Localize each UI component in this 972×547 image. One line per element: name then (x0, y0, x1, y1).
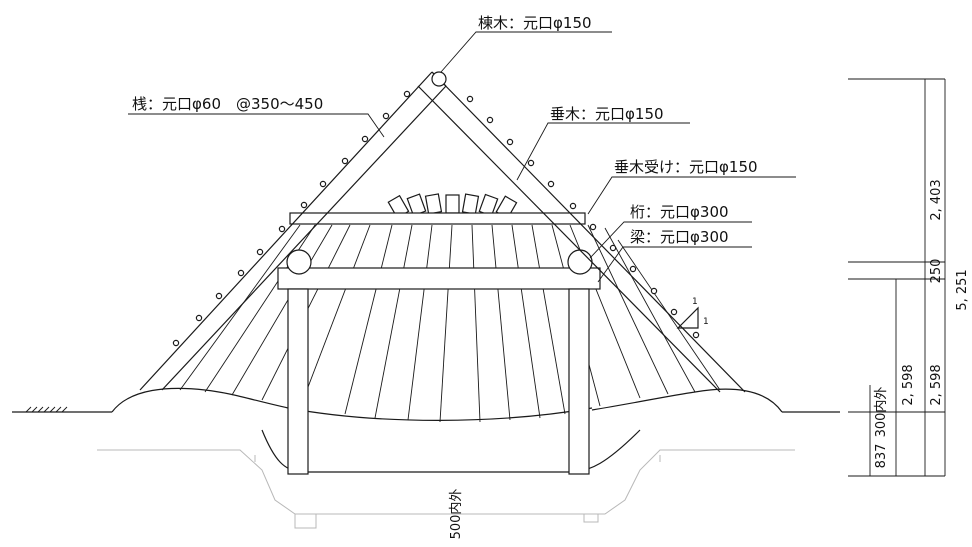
earth-mound (111, 387, 783, 421)
annotation-rafter-support: 垂木受け：元口φ150 (587, 158, 796, 215)
slope-run: 1 (703, 317, 709, 327)
thatch-rafters (179, 224, 721, 423)
purlins (172, 90, 700, 347)
dimension-texts: 2, 403 250 5, 251 2, 598 2, 598 300内外 83… (448, 179, 970, 539)
beam-timber (277, 267, 601, 290)
dim-total-height: 5, 251 (955, 269, 970, 310)
dim-depth-300: 300内外 (873, 387, 889, 438)
dim-width-500: 500内外 (448, 489, 464, 540)
ridge-log (431, 71, 447, 87)
dim-lower-height-outer: 2, 598 (929, 364, 944, 405)
label-rafter-support: 垂木受け：元口φ150 (614, 158, 758, 176)
pit-outline (97, 449, 795, 529)
slope-rise: 1 (692, 297, 698, 307)
slope-indicator: 1 1 (676, 297, 709, 329)
label-purlin: 桟：元口φ60 @350～450 (132, 95, 323, 113)
post-right (568, 288, 590, 475)
label-ridge: 棟木：元口φ150 (478, 14, 592, 32)
dim-depth-837: 837 (874, 444, 889, 469)
dim-lower-height-inner: 2, 598 (901, 364, 916, 405)
annotation-beam: 梁：元口φ300 (597, 228, 752, 283)
label-beam: 梁：元口φ300 (630, 228, 729, 246)
annotation-girder: 桁：元口φ300 (589, 203, 752, 259)
ground-surface (12, 406, 840, 413)
post-left (287, 288, 309, 475)
dimension-lines (848, 78, 946, 477)
upper-plank (289, 212, 586, 225)
dim-upper-height: 2, 403 (929, 179, 944, 220)
girder-log-left (286, 249, 312, 275)
dim-mid-height: 250 (929, 259, 944, 284)
annotation-ridge: 棟木：元口φ150 (440, 14, 612, 73)
label-rafter: 垂木：元口φ150 (550, 105, 664, 123)
ground-hatch (25, 406, 68, 413)
label-girder: 桁：元口φ300 (630, 203, 729, 221)
annotation-purlin: 桟：元口φ60 @350～450 (128, 95, 385, 138)
girder-log-right (567, 249, 593, 275)
annotation-rafter: 垂木：元口φ150 (516, 105, 690, 181)
